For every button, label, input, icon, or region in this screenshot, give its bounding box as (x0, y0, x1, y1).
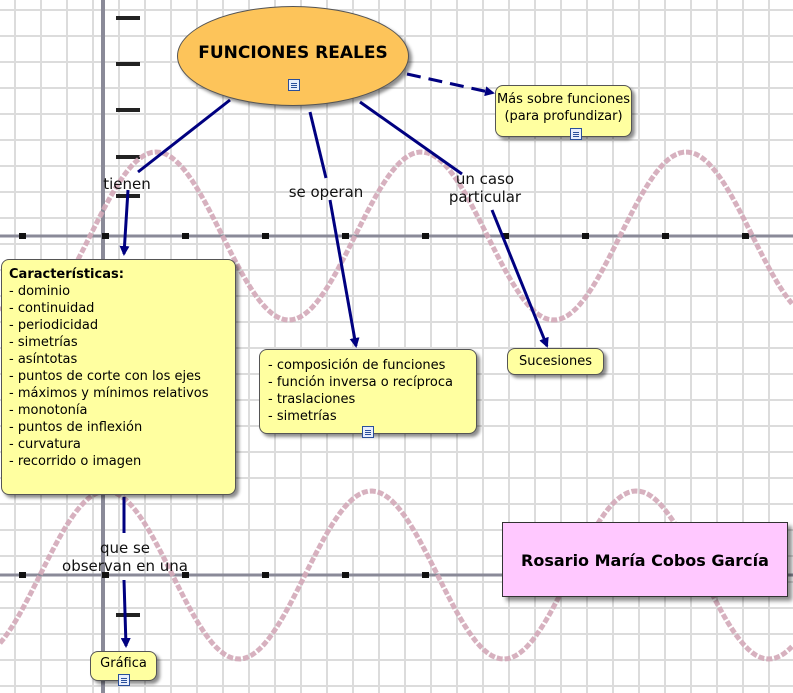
caracteristica-item: - puntos de corte con los ejes (9, 369, 201, 384)
link-label-line: un caso (455, 170, 515, 188)
mas-sobre-funciones-node[interactable]: Más sobre funciones (para profundizar) (495, 85, 632, 140)
link-label-se-operan-text: se operan (288, 183, 364, 201)
link-main-to-tienen (119, 98, 231, 256)
caracteristica-item: - continuidad (9, 301, 95, 316)
sucesiones-node[interactable]: Sucesiones (507, 348, 604, 375)
main-concept-node[interactable]: FUNCIONES REALES (177, 6, 409, 106)
caracteristicas-title: Características: (9, 267, 124, 282)
caracteristica-item: - puntos de inflexión (9, 420, 143, 435)
link-label-se-operan: se operan (276, 183, 376, 201)
link-label-tienen-text: tienen (103, 175, 151, 193)
operacion-item: - simetrías (268, 409, 337, 424)
caracteristicas-node[interactable]: Características: - dominio- continuidad-… (1, 259, 236, 495)
operacion-item: - función inversa o recíproca (268, 375, 454, 390)
link-label-tienen: tienen (92, 175, 162, 193)
caracteristica-item: - recorrido o imagen (9, 454, 142, 469)
operacion-item: - traslaciones (268, 392, 356, 407)
mas-sobre-line: Más sobre funciones (496, 92, 631, 107)
concept-map-link-icon[interactable] (570, 128, 582, 140)
caracteristica-item: - simetrías (9, 335, 78, 350)
link-caracteristicas-to-grafica (120, 497, 131, 648)
link-main-to-caso (359, 100, 549, 348)
link-label-line: observan en una (62, 557, 188, 575)
link-main-to-operan (308, 111, 360, 348)
caracteristicas-list: - dominio - continuidad - periodicidad - si… (9, 283, 235, 470)
author-name: Rosario María Cobos García (521, 551, 769, 570)
caracteristica-item: - asíntotas (9, 352, 78, 367)
image-icon[interactable] (118, 674, 130, 686)
link-label-un-caso-particular: un caso particular (432, 170, 538, 206)
caracteristica-item: - monotonía (9, 403, 88, 418)
main-concept-title: FUNCIONES REALES (198, 43, 388, 63)
operaciones-node[interactable]: - composición de funciones - función inve… (259, 349, 477, 438)
author-box: Rosario María Cobos García (502, 522, 788, 597)
grafica-label: Gráfica (100, 656, 147, 671)
link-label-que-se-observan: que se observan en una (40, 539, 210, 575)
link-label-line: particular (448, 188, 522, 206)
caracteristica-item: - curvatura (9, 437, 81, 452)
caracteristica-item: - dominio (9, 284, 71, 299)
notes-icon[interactable] (288, 79, 300, 91)
sucesiones-label: Sucesiones (519, 354, 592, 369)
mas-sobre-line: (para profundizar) (504, 109, 623, 124)
link-label-line: que se (99, 539, 151, 557)
caracteristica-item: - máximos y mínimos relativos (9, 386, 209, 401)
link-main-to-mas-sobre (406, 72, 495, 97)
notes-icon[interactable] (362, 426, 374, 438)
caracteristica-item: - periodicidad (9, 318, 99, 333)
grafica-node[interactable]: Gráfica (90, 651, 157, 686)
operacion-item: - composición de funciones (268, 358, 446, 373)
operaciones-list: - composición de funciones - función inve… (268, 357, 476, 425)
